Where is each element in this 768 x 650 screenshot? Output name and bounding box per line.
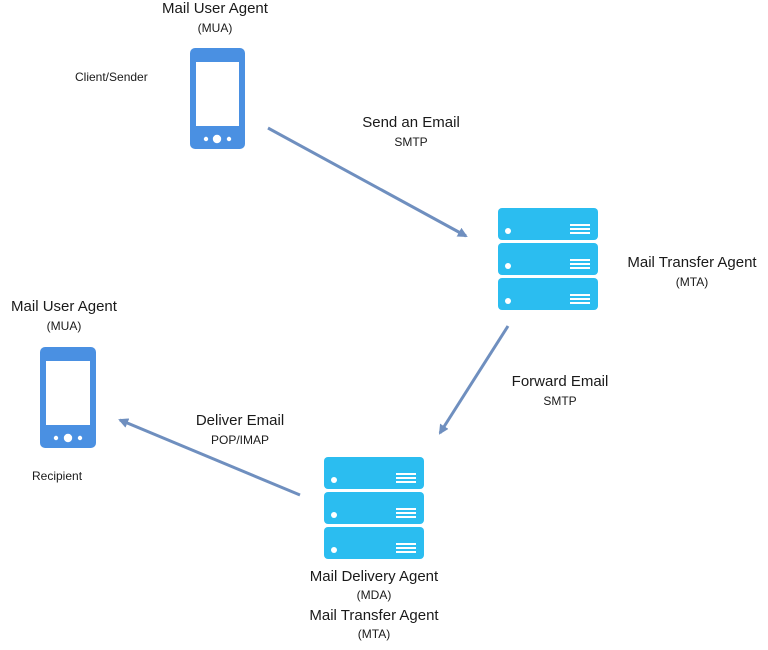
recipient-label: Mail User Agent (MUA)	[0, 298, 128, 333]
deliver-protocol: POP/IMAP	[210, 433, 269, 447]
recipient-role: Recipient	[32, 469, 83, 483]
forward-arrow	[438, 325, 510, 435]
deliver-label: Deliver Email	[195, 412, 285, 429]
mda-abbr: (MDA)	[356, 588, 392, 602]
recipient-abbr: (MUA)	[46, 319, 82, 333]
sender-phone-icon	[190, 48, 245, 149]
forward-label: Forward Email	[511, 373, 609, 390]
mta-label: Mail Transfer Agent (MTA)	[612, 254, 768, 289]
mta-abbr: (MTA)	[675, 275, 709, 289]
forward-edge-label: Forward Email SMTP	[490, 373, 630, 408]
send-protocol: SMTP	[394, 135, 428, 149]
recipient-phone-icon	[40, 347, 96, 448]
mda-label: Mail Delivery Agent (MDA) Mail Transfer …	[284, 568, 464, 641]
recipient-title: Mail User Agent	[11, 298, 117, 315]
deliver-arrow	[118, 418, 301, 497]
sender-abbr: (MUA)	[197, 21, 233, 35]
forward-protocol: SMTP	[543, 394, 577, 408]
send-edge-label: Send an Email SMTP	[336, 114, 486, 149]
sender-label: Mail User Agent (MUA)	[130, 0, 300, 35]
send-label: Send an Email	[362, 114, 460, 131]
sender-role: Client/Sender	[75, 70, 148, 84]
mda-abbr2: (MTA)	[357, 627, 391, 641]
send-arrow	[267, 126, 468, 238]
deliver-edge-label: Deliver Email POP/IMAP	[170, 412, 310, 447]
mta-title: Mail Transfer Agent	[627, 254, 757, 271]
mda-server-icon	[324, 457, 424, 559]
mda-title2: Mail Transfer Agent	[309, 607, 439, 624]
mda-title: Mail Delivery Agent	[309, 568, 439, 585]
mta-server-icon	[498, 208, 598, 310]
sender-title: Mail User Agent	[162, 0, 268, 17]
